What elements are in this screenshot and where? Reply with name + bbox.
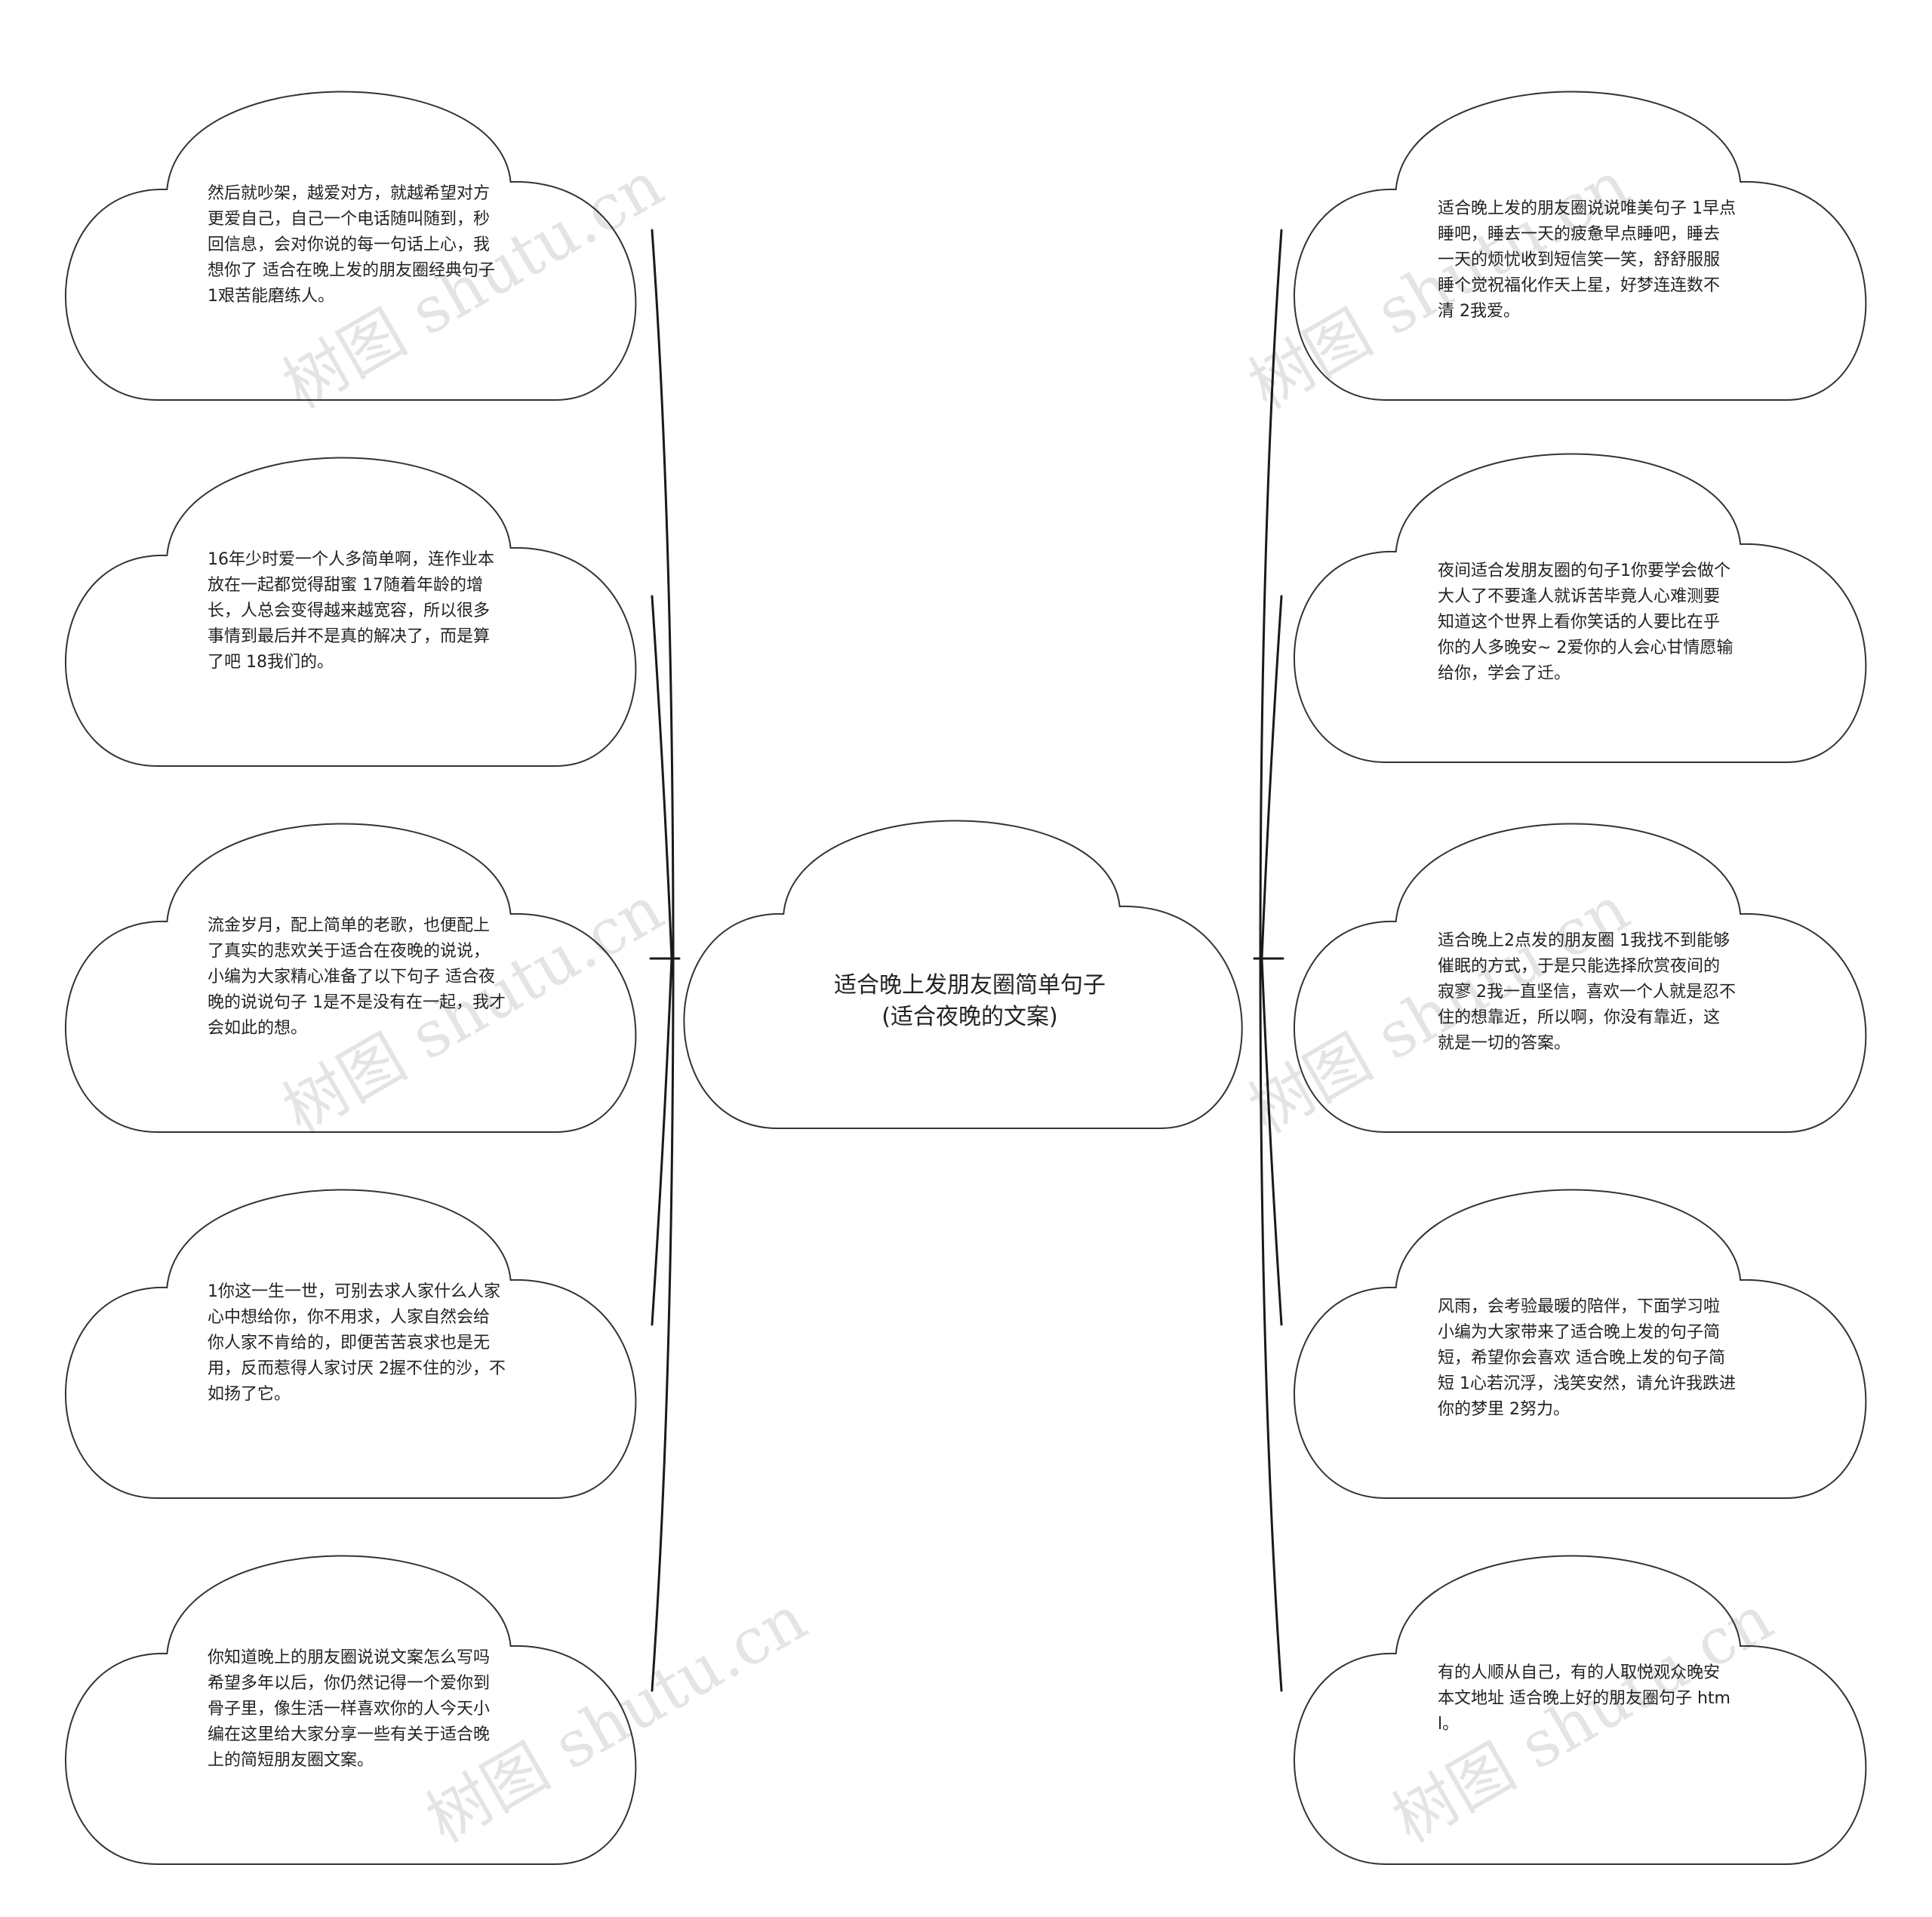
right-node-5-text[interactable]: 有的人顺从自己，有的人取悦观众晚安 本文地址 适合晚上好的朋友圈句子 html。: [1438, 1663, 1730, 1734]
right-node-1-text[interactable]: 适合晚上发的朋友圈说说唯美句子 1早点睡吧，睡去一天的疲惫早点睡吧，睡去一天的烦…: [1438, 199, 1736, 321]
connector-lines: [649, 229, 1284, 1692]
left-node-1-text[interactable]: 然后就吵架，越爱对方，就越希望对方更爱自己，自己一个电话随叫随到，秒回信息，会对…: [208, 184, 495, 306]
left-node-2-text[interactable]: 16年少时爱一个人多简单啊，连作业本放在一起都觉得甜蜜 17随着年龄的增长，人总…: [208, 550, 494, 672]
left-node-1-cloud[interactable]: [64, 91, 637, 401]
right-node-4-cloud[interactable]: [1294, 1189, 1867, 1499]
right-node-4-text[interactable]: 风雨，会考验最暖的陪伴，下面学习啦小编为大家带来了适合晚上发的句子简短，希望你会…: [1438, 1297, 1736, 1419]
right-connector-spine-secondary: [1260, 595, 1283, 1326]
left-connector-spine: [651, 229, 675, 1692]
left-node-5-text[interactable]: 你知道晚上的朋友圈说说文案怎么写吗希望多年以后，你仍然记得一个爱你到骨子里，像生…: [208, 1648, 491, 1770]
central-topic-cloud[interactable]: [683, 820, 1243, 1129]
right-node-3-text[interactable]: 适合晚上2点发的朋友圈 1我找不到能够催眠的方式，于是只能选择欣赏夜间的寂寥 2…: [1438, 931, 1736, 1053]
left-connector-spine-secondary: [651, 595, 673, 1326]
central-topic-title[interactable]: 适合晚上发朋友圈简单句子(适合夜晚的文案): [834, 972, 1106, 1030]
right-node-2-cloud[interactable]: [1294, 453, 1867, 763]
right-node-2-text[interactable]: 夜间适合发朋友圈的句子1你要学会做个大人了不要逢人就诉苦毕竟人心难测要知道这个世…: [1438, 562, 1734, 683]
right-connector-spine: [1259, 229, 1283, 1692]
left-node-3-text[interactable]: 流金岁月，配上简单的老歌，也便配上了真实的悲欢关于适合在夜晚的说说，小编为大家精…: [208, 916, 506, 1038]
right-node-1-cloud[interactable]: [1294, 91, 1867, 401]
left-node-2-cloud[interactable]: [64, 457, 637, 767]
right-node-3-cloud[interactable]: [1294, 823, 1867, 1133]
left-node-5-cloud[interactable]: [64, 1555, 637, 1865]
cloud-shapes: [64, 91, 1867, 1865]
right-node-5-cloud[interactable]: [1294, 1555, 1867, 1865]
left-node-4-text[interactable]: 1你这一生一世，可别去求人家什么人家心中想给你，你不用求，人家自然会给你人家不肯…: [208, 1282, 506, 1404]
left-node-4-cloud[interactable]: [64, 1189, 637, 1499]
left-node-3-cloud[interactable]: [64, 823, 637, 1133]
